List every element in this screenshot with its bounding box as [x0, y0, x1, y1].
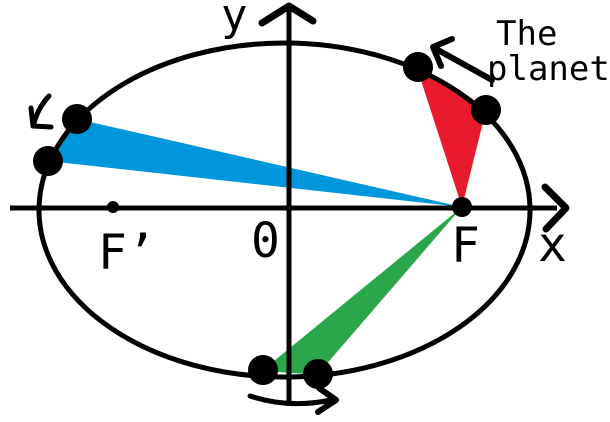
focus-dot-F	[452, 197, 472, 217]
planet-dot	[33, 146, 63, 176]
swept-area-bottom	[263, 207, 462, 375]
focus-F-prime-label: F’	[98, 225, 156, 281]
origin-label: 0	[251, 213, 280, 269]
planet-dot	[62, 104, 92, 134]
x-axis-label: x	[538, 217, 567, 273]
planet-dot	[471, 95, 501, 125]
swept-area-left	[48, 119, 462, 207]
motion-arrow-bottom-icon	[247, 385, 339, 415]
motion-arrow-top-right-icon	[430, 36, 495, 83]
y-axis-label: y	[221, 0, 248, 41]
y-axis-arrowhead-icon	[258, 2, 317, 27]
planet-dot	[303, 359, 333, 389]
planet-dot	[248, 355, 278, 385]
planet-note-line1: The	[496, 14, 557, 54]
focus-dot-F-prime	[107, 201, 119, 213]
planet-dot	[403, 52, 433, 82]
planet-note-line2: planet	[487, 49, 610, 89]
focus-F-label: F	[451, 218, 480, 274]
motion-arrow-upper-left-icon	[28, 93, 54, 130]
x-axis-arrowhead-icon	[541, 183, 570, 233]
